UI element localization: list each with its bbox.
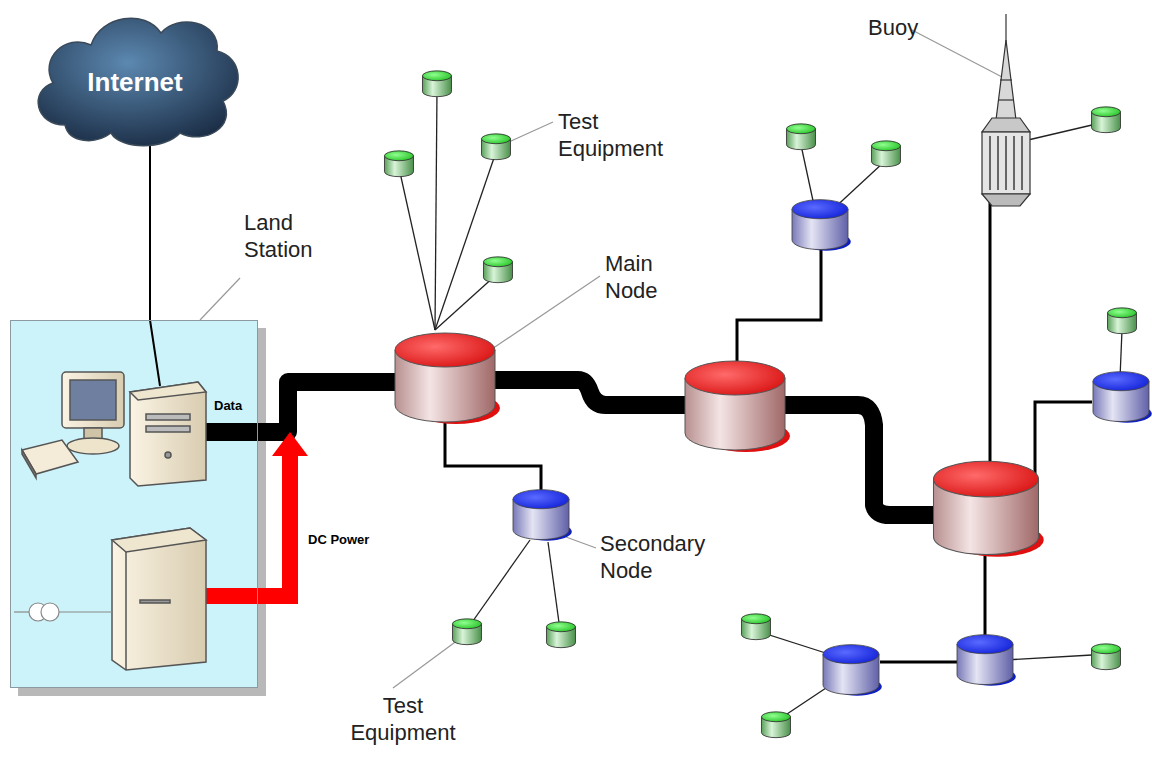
part-label: Secondary Node — [600, 530, 725, 584]
part-label: Main Node — [605, 250, 685, 304]
signal-label: Data — [214, 398, 274, 414]
part-label: Buoy — [868, 14, 938, 41]
part-label: Test Equipment — [342, 692, 464, 746]
station-label: Land Station — [244, 209, 344, 263]
signal-label: DC Power — [308, 532, 398, 548]
cloud-label: Internet — [25, 67, 245, 97]
part-label: Test Equipment — [558, 108, 683, 162]
station-box: Land Station — [10, 320, 258, 688]
network-link — [149, 144, 151, 320]
cable-line — [150, 320, 160, 386]
cloud-node: Internet — [25, 5, 245, 150]
